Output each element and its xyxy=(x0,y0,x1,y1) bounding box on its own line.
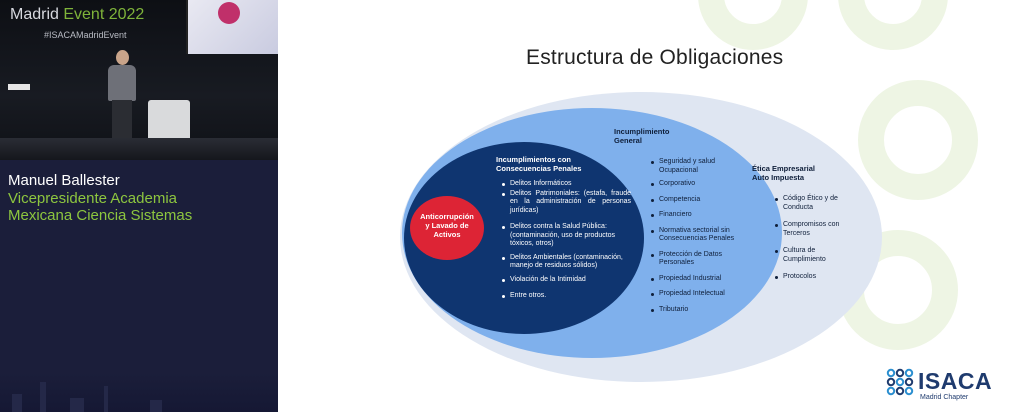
list-item: Protección de Datos Personales xyxy=(650,251,742,268)
event-hashtag: #ISACAMadridEvent xyxy=(44,30,127,40)
list-item: Delitos Informáticos xyxy=(501,180,631,189)
isaca-chapter: Madrid Chapter xyxy=(920,394,969,401)
penales-list: Delitos Informáticos Delitos Patrimonial… xyxy=(501,180,631,306)
general-title: Incumplimiento General xyxy=(614,127,670,145)
list-item: Normativa sectorial sin Consecuencias Pe… xyxy=(650,227,742,244)
general-list: Seguridad y salud Ocupacional Corporativ… xyxy=(650,158,742,314)
city-skyline-decoration xyxy=(0,372,278,412)
slide-title: Estructura de Obligaciones xyxy=(526,46,784,69)
list-item: Tributario xyxy=(650,306,742,315)
presentation-slide: Estructura de Obligaciones Anticorrupció… xyxy=(278,0,1018,412)
list-item: Propiedad Intelectual xyxy=(650,290,742,299)
stage-video-frame: Madrid Event 2022 #ISACAMadridEvent xyxy=(0,0,278,160)
list-item: Cultura de Cumplimiento xyxy=(774,247,850,264)
screen-logo-icon xyxy=(218,2,240,24)
etica-title: Ética Empresarial Auto Impuesta xyxy=(752,164,815,182)
isaca-wordmark: ISACA xyxy=(918,368,993,394)
event-title: Madrid Event 2022 xyxy=(10,6,145,23)
list-item: Código Ético y de Conducta xyxy=(774,195,850,212)
speaker-figure xyxy=(104,50,140,146)
speaker-role-line1: Vicepresidente Academia xyxy=(8,190,177,207)
list-item: Competencia xyxy=(650,196,742,205)
stage-sign xyxy=(8,84,30,90)
isaca-logo: ISACA Madrid Chapter xyxy=(886,366,1006,406)
list-item: Financiero xyxy=(650,211,742,220)
ellipse-anticorrupcion xyxy=(410,196,484,260)
list-item: Corporativo xyxy=(650,180,742,189)
list-item: Protocolos xyxy=(774,273,850,282)
speaker-role-line2: Mexicana Ciencia Sistemas xyxy=(8,207,193,224)
background-decoration xyxy=(838,0,948,50)
stage-projection-screen xyxy=(186,0,278,54)
list-item: Delitos Patrimoniales: (estafa, fraude e… xyxy=(501,190,631,216)
audience-silhouettes xyxy=(0,138,278,160)
list-item: Delitos contra la Salud Pública: (contam… xyxy=(501,223,631,249)
list-item: Violación de la Intimidad xyxy=(501,276,631,285)
speaker-caption: Manuel Ballester Vicepresidente Academia… xyxy=(8,172,192,224)
etica-list: Código Ético y de Conducta Compromisos c… xyxy=(774,195,850,291)
core-label: Anticorrupción y Lavado de Activos xyxy=(420,212,474,239)
background-decoration xyxy=(858,80,978,200)
list-item: Delitos Ambientales (contaminación, mane… xyxy=(501,254,631,271)
background-decoration xyxy=(698,0,808,50)
list-item: Propiedad Industrial xyxy=(650,275,742,284)
isaca-mark-icon xyxy=(886,368,914,396)
penales-title: Incumplimientos con Consecuencias Penale… xyxy=(496,155,582,173)
list-item: Seguridad y salud Ocupacional xyxy=(650,158,742,175)
speaker-name: Manuel Ballester xyxy=(8,172,120,189)
list-item: Entre otros. xyxy=(501,292,631,301)
list-item: Compromisos con Terceros xyxy=(774,221,850,238)
speaker-video-panel: Madrid Event 2022 #ISACAMadridEvent Manu… xyxy=(0,0,278,412)
